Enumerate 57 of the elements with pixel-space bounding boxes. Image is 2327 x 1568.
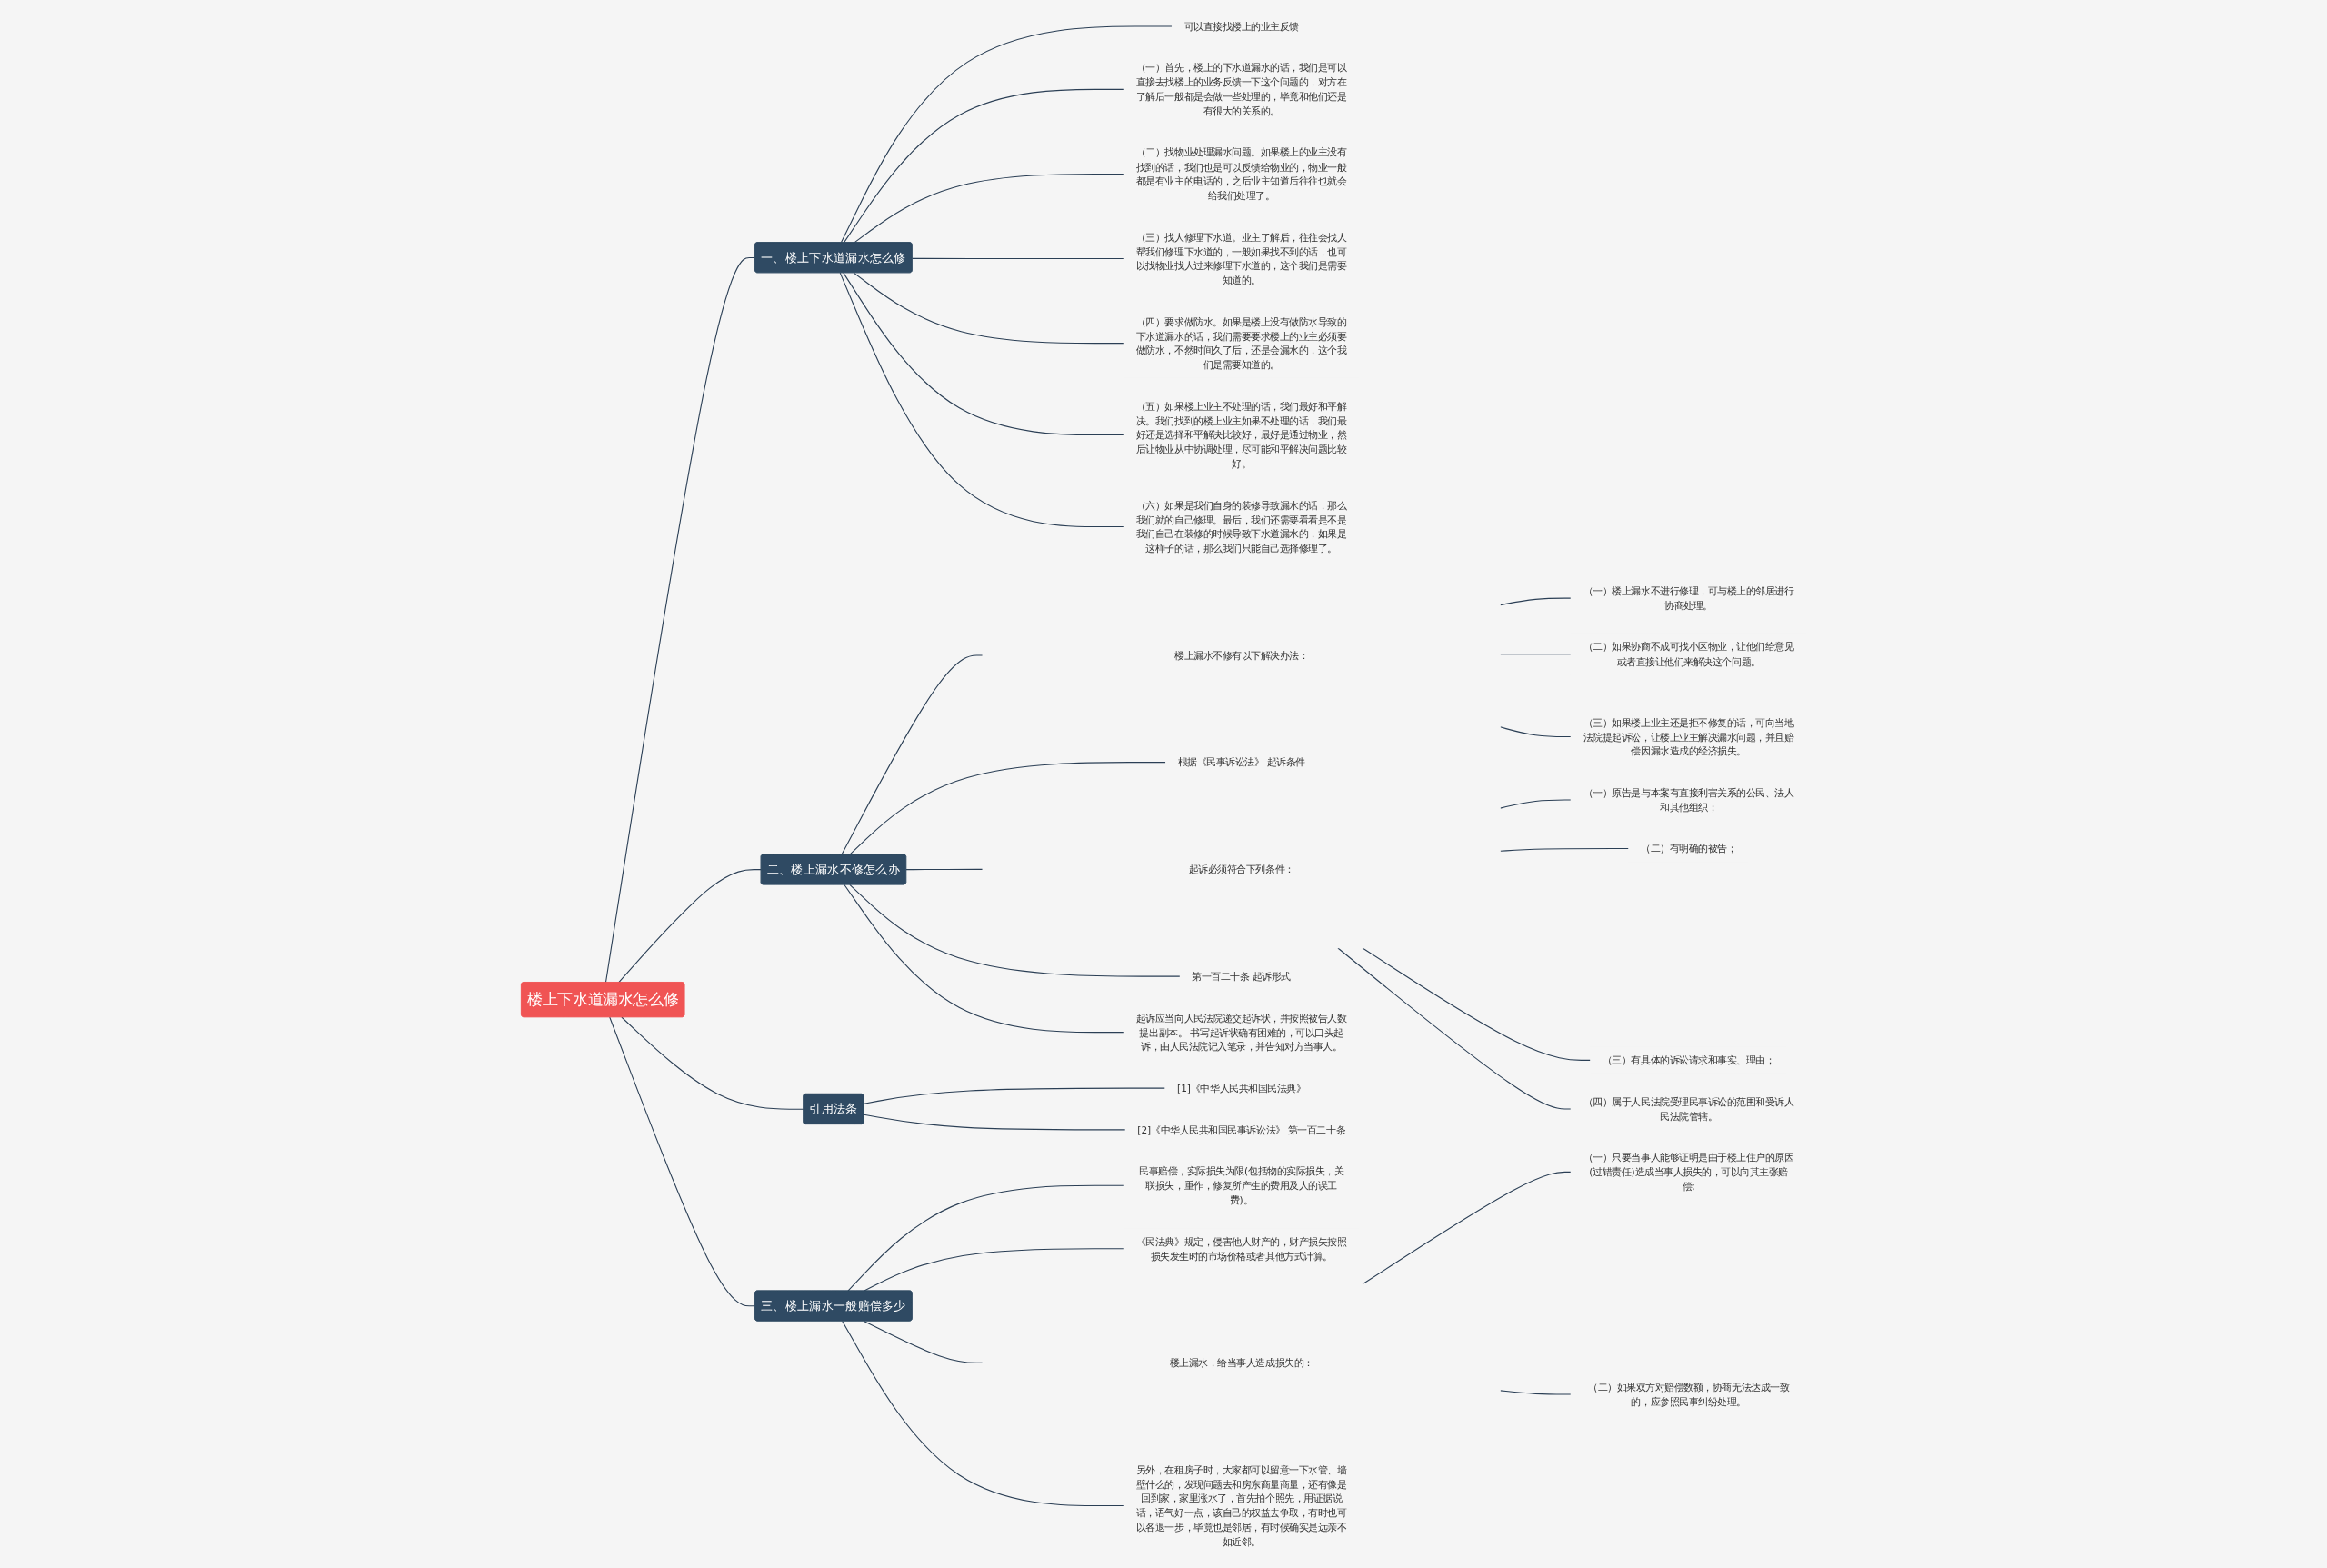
node-text: 另外，在租房子时，大家都可以留意一下水管、墙壁什么的，发现问题去和房东商量商量，还有像是回到家，家里涨水了，首先拍个照先，用证据说话，语气好一点，该自己的权益去争取，有时也可以各退一步，毕竟也是邻居，有时候确实是远亲不如近邻。 bbox=[1135, 1463, 1347, 1547]
node-text: 第一百二十条 起诉形式 bbox=[1192, 970, 1291, 983]
connector bbox=[863, 1114, 1126, 1131]
connector bbox=[911, 257, 1124, 260]
node-text: 起诉应当向人民法院递交起诉状，并按照被告人数提出副本。 书写起诉状确有困难的，可以口头起诉，由人民法院记入笔录，并告知对方当事人。 bbox=[1135, 1012, 1347, 1053]
node-text: （三）有具体的诉讼请求和事实、理由； bbox=[1602, 1054, 1775, 1066]
connector bbox=[847, 1184, 1124, 1292]
connector bbox=[608, 1016, 755, 1307]
connector bbox=[848, 884, 1181, 977]
node-text: 楼上漏水不修有以下解决办法： bbox=[1173, 649, 1308, 661]
node-text: 楼上漏水，给当事人造成损失的： bbox=[1169, 1357, 1313, 1369]
connector bbox=[863, 1320, 984, 1363]
node-text: （四）属于人民法院受理民事诉讼的范围和受诉人民法院管辖。 bbox=[1583, 1095, 1794, 1122]
node-text: 民事赔偿，实际损失为限(包括物的实际损失，关联损失，重作，修复所产生的费用及人的误工费)。 bbox=[1138, 1165, 1343, 1206]
connector bbox=[1499, 1390, 1572, 1395]
connector bbox=[1499, 654, 1572, 655]
connector bbox=[853, 173, 1124, 244]
node-text: 可以直接找楼上的业主反馈 bbox=[1183, 20, 1299, 32]
node-text: [2]《中华人民共和国民事诉讼法》 第一百二十条 bbox=[1136, 1124, 1345, 1135]
connector bbox=[841, 1320, 1124, 1507]
node-text: [1]《中华人民共和国民法典》 bbox=[1176, 1082, 1305, 1094]
node-text: （一）楼上漏水不进行修理，可与楼上的邻居进行协商处理。 bbox=[1583, 585, 1794, 611]
node-text: （一）原告是与本案有直接利害关系的公民、法人和其他组织； bbox=[1583, 786, 1794, 813]
connector bbox=[617, 869, 762, 984]
node-text: （一）首先，楼上的下水道漏水的话，我们是可以直接去找楼上的业务反馈一下这个问题的，对方在了解后一般都是会做一些处理的，毕竟和他们还是有很大的关系的。 bbox=[1135, 62, 1347, 117]
node-text: （六）如果是我们自身的装修导致漏水的话，那么我们就的自己修理。最后，我们还需要看看是不是我们自己在装修的时候导致下水道漏水的，如果是这样子的话，那么我们只能自己选择修理了。 bbox=[1135, 499, 1347, 554]
connector bbox=[842, 272, 1124, 436]
node-text: （三）如果楼上业主还是拒不修复的话，可向当地法院提起诉讼，让楼上业主解决漏水问题，并且赔偿因漏水造成的经济损失。 bbox=[1583, 716, 1794, 757]
connector bbox=[604, 256, 755, 984]
connector bbox=[1499, 799, 1572, 809]
connector bbox=[853, 272, 1124, 345]
connector bbox=[863, 1087, 1165, 1104]
connector bbox=[841, 654, 984, 855]
connector bbox=[620, 1016, 804, 1110]
node-text: （三）找人修理下水道。业主了解后，往往会找人帮我们修理下水道的，一般如果找不到的话，也可以找物业找人过来修理下水道的，这个我们是需要知道的。 bbox=[1135, 231, 1347, 286]
connector bbox=[843, 884, 1124, 1034]
node-text: （四）要求做防水。如果是楼上没有做防水导致的下水道漏水的话，我们需要要求楼上的业主必须要做防水，不然时间久了后，还是会漏水的，这个我们是需要知道的。 bbox=[1135, 315, 1347, 371]
node-text: （二）如果双方对赔偿数额，协商无法达成一致的，应参照民事纠纷处理。 bbox=[1587, 1381, 1789, 1407]
connector bbox=[843, 88, 1124, 244]
connector bbox=[905, 868, 984, 871]
connector bbox=[1362, 1171, 1572, 1285]
node-text: 根据《民事诉讼法》 起诉条件 bbox=[1177, 756, 1305, 768]
connector bbox=[1362, 947, 1591, 1061]
connector bbox=[840, 25, 1173, 244]
node-text: 《民法典》规定，侵害他人财产的，财产损失按照损失发生时的市场价格或者其他方式计算。 bbox=[1135, 1235, 1347, 1262]
connector bbox=[839, 272, 1124, 528]
connector bbox=[1337, 947, 1572, 1110]
node-text: （一）只要当事人能够证明是由于楼上住户的原因(过错责任)造成当事人损失的，可以向其主张赔偿; bbox=[1583, 1152, 1794, 1193]
node-text: （二）有明确的被告； bbox=[1640, 843, 1736, 854]
node-text: （五）如果楼上业主不处理的话，我们最好和平解决。我们找到的楼上业主如果不处理的话，我们最好还是选择和平解决比较好，最好是通过物业，然后让物业从中协调处理，尽可能和平解决问题比较好。 bbox=[1135, 400, 1347, 470]
node-text: （二）如果协商不成可找小区物业，让他们给意见或者直接让他们来解决这个问题。 bbox=[1583, 641, 1794, 667]
connector bbox=[1499, 726, 1572, 738]
connector bbox=[1499, 597, 1572, 606]
connector bbox=[1499, 848, 1629, 852]
node-text: （二）找物业处理漏水问题。如果楼上的业主没有找到的话，我们也是可以反馈给物业的，物业一般都是有业主的电话的，之后业主知道后往往也就会给我们处理了。 bbox=[1135, 146, 1347, 202]
node-text: 起诉必须符合下列条件： bbox=[1188, 864, 1294, 875]
connector bbox=[848, 762, 1166, 855]
